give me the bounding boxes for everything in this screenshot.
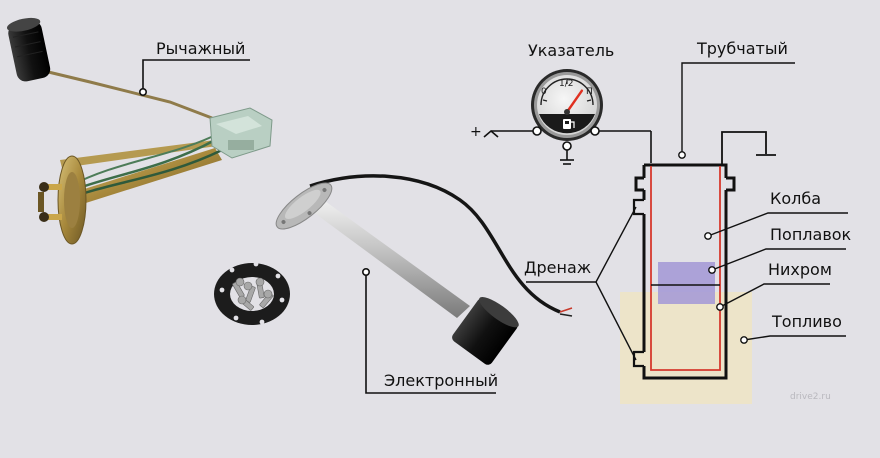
electronic-sensor-illustration [214, 174, 573, 365]
right-leaders [526, 62, 848, 361]
gauge-scale-half: 1/2 [559, 79, 573, 89]
electronic-leader [361, 267, 496, 394]
nichrome-wire [650, 166, 721, 371]
float-body [658, 262, 715, 304]
watermark: drive2.ru [790, 392, 831, 402]
fuel-gauge [531, 69, 603, 151]
tube-flask [632, 163, 736, 380]
label-float: Поплавок [770, 225, 852, 244]
label-fuel: Топливо [772, 312, 842, 331]
label-lever: Рычажный [156, 39, 246, 58]
label-gauge: Указатель [528, 41, 615, 60]
lever-leader [139, 59, 250, 97]
tube-ground [721, 131, 776, 165]
label-flask: Колба [770, 189, 822, 208]
right-leader-dots [678, 151, 748, 344]
label-tubular: Трубчатый [697, 39, 788, 58]
fuel-pump-icon [563, 119, 575, 129]
label-nichrome: Нихром [768, 260, 832, 279]
gauge-scale-max: П [586, 87, 593, 97]
gauge-wiring [483, 129, 652, 165]
label-drain: Дренаж [524, 258, 592, 277]
lever-sensor-illustration [6, 17, 273, 245]
fuel-area [620, 292, 752, 404]
gauge-scale-min: 0 [541, 87, 547, 97]
label-electronic: Электронный [384, 371, 499, 390]
plus-sign: + [470, 124, 482, 140]
gauge-needle [565, 89, 584, 114]
